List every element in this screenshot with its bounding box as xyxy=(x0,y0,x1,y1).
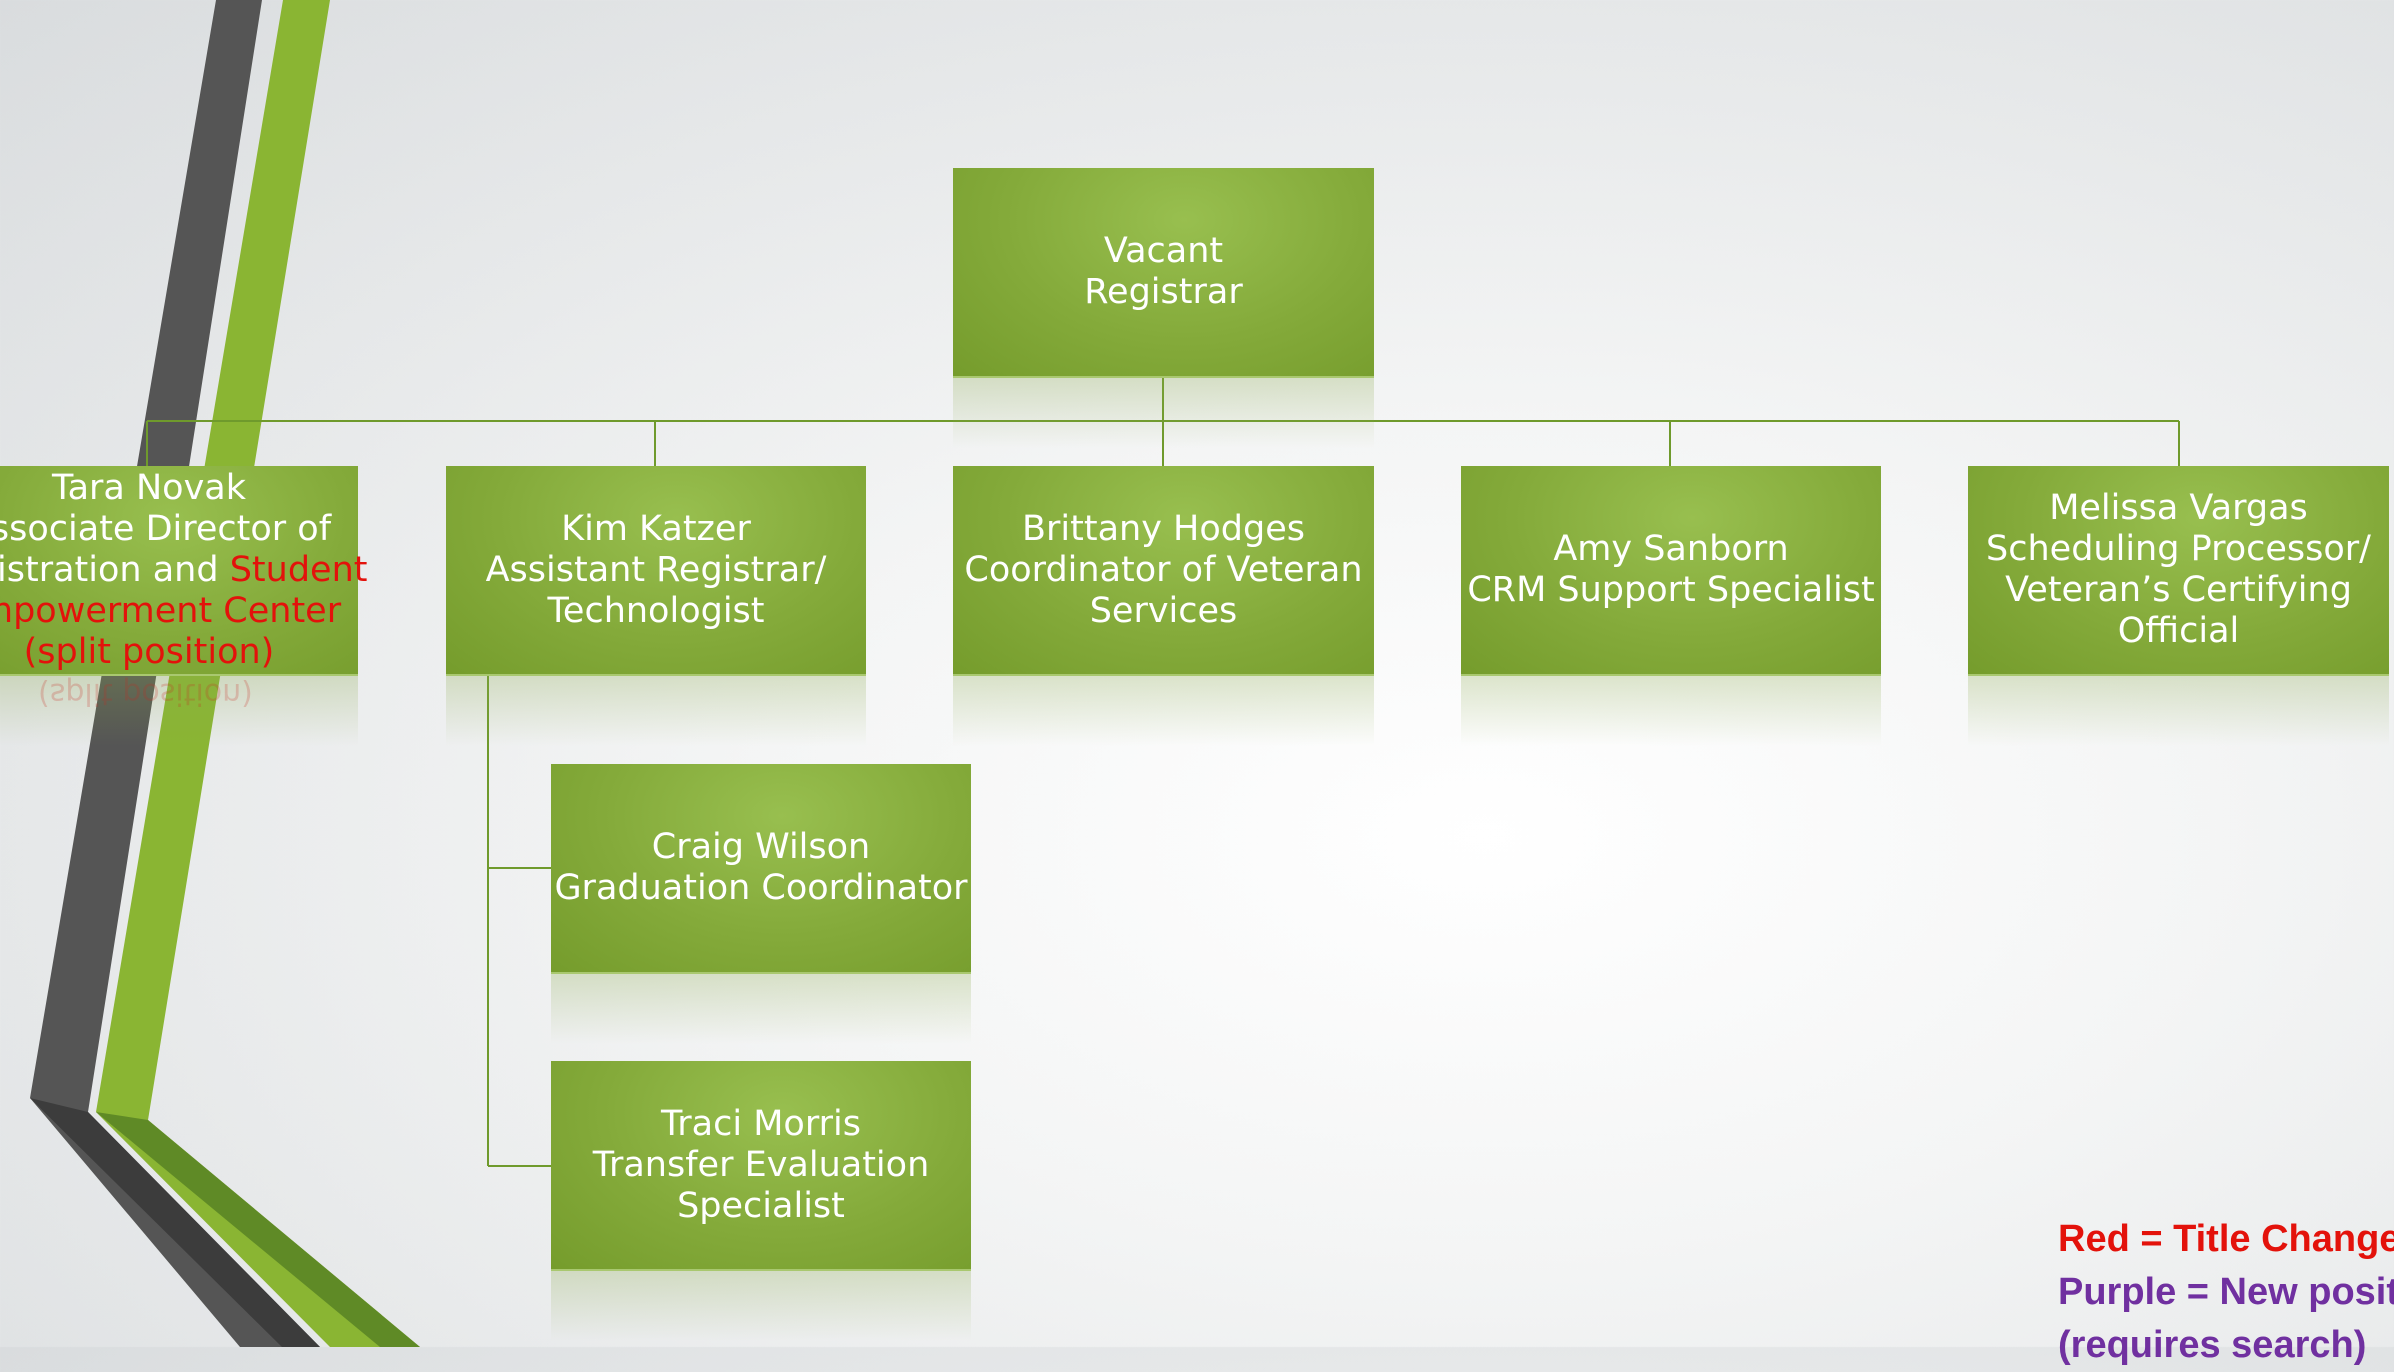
org-box-title-line: Specialist xyxy=(677,1185,845,1226)
legend-new-position: Purple = New position xyxy=(2058,1271,2394,1313)
org-box-name: Melissa Vargas xyxy=(2049,488,2308,528)
org-box-name: Traci Morris xyxy=(661,1103,861,1144)
green-stripe-shadow xyxy=(96,1112,420,1347)
title-change-text: (split position) xyxy=(23,631,275,672)
org-box-name: Amy Sanborn xyxy=(1553,529,1789,569)
org-box-traci-morris: Traci Morris Transfer Evaluation Special… xyxy=(551,1061,971,1271)
org-box-title-line: Coordinator of Veteran xyxy=(964,549,1363,590)
org-box-name: Vacant xyxy=(1103,231,1224,271)
gray-stripe-shadow xyxy=(30,1098,320,1347)
amy-reflection xyxy=(1461,676,1881,746)
root-reflection xyxy=(953,378,1374,448)
org-box-title-line: Scheduling Processor/ xyxy=(1986,529,2371,569)
brittany-reflection xyxy=(953,676,1374,746)
tara-reflection-text: (split position) xyxy=(38,676,253,711)
org-box-title-line: Assistant Registrar/ xyxy=(485,549,827,590)
legend-requires-search: (requires search) xyxy=(2058,1324,2367,1366)
org-box-name: Brittany Hodges xyxy=(1022,508,1305,549)
org-box-title-line: Official xyxy=(2117,611,2240,651)
green-stripe xyxy=(96,0,420,1347)
org-box-title-line: Registration and Student xyxy=(0,549,368,590)
kim-reflection xyxy=(446,676,866,746)
org-box-title-line: Graduation Coordinator xyxy=(554,868,968,908)
org-box-title-line: Transfer Evaluation xyxy=(592,1144,930,1185)
org-box-craig-wilson: Craig Wilson Graduation Coordinator xyxy=(551,764,971,974)
melissa-reflection xyxy=(1968,676,2389,746)
org-box-melissa-vargas: Melissa Vargas Scheduling Processor/ Vet… xyxy=(1968,466,2389,676)
org-box-title: Registrar xyxy=(1084,272,1243,312)
org-box-amy-sanborn: Amy Sanborn CRM Support Specialist xyxy=(1461,466,1881,676)
org-box-title-line: CRM Support Specialist xyxy=(1467,570,1875,610)
org-box-name: Tara Novak xyxy=(51,467,247,508)
org-box-brittany-hodges: Brittany Hodges Coordinator of Veteran S… xyxy=(953,466,1374,676)
org-box-tara-novak: Tara Novak Associate Director of Registr… xyxy=(0,466,367,676)
legend: Red = Title Change Purple = New position… xyxy=(2058,1213,2394,1372)
legend-title-change: Red = Title Change xyxy=(2058,1218,2394,1260)
title-change-text: Empowerment Center xyxy=(0,590,342,631)
org-box-kim-katzer: Kim Katzer Assistant Registrar/ Technolo… xyxy=(446,466,866,676)
org-box-registrar: Vacant Registrar xyxy=(953,168,1374,378)
tara-reflection xyxy=(0,676,358,746)
org-box-name: Kim Katzer xyxy=(561,508,751,549)
org-box-title-line: Associate Director of xyxy=(0,508,332,549)
org-box-name: Craig Wilson xyxy=(651,827,871,867)
traci-reflection xyxy=(551,1271,971,1341)
org-box-title-line: Veteran’s Certifying xyxy=(2005,570,2352,610)
gray-stripe xyxy=(30,0,320,1347)
org-box-title-line: Services xyxy=(1089,590,1238,631)
craig-reflection xyxy=(551,974,971,1044)
title-change-text: Student xyxy=(229,549,368,590)
org-box-title-line: Technologist xyxy=(547,590,765,631)
